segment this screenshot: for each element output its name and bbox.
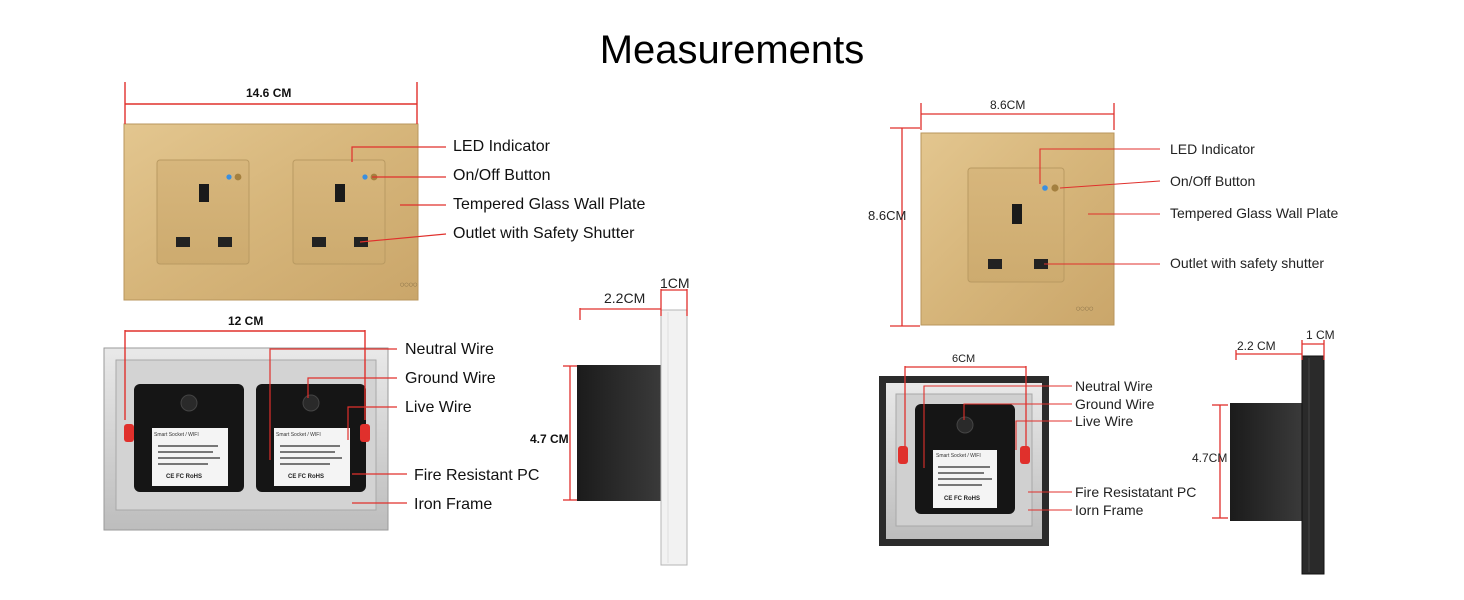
single-front-plate: ○○○○ <box>920 132 1115 326</box>
double-cert-left: CE FC RoHS <box>166 474 202 480</box>
svg-text:○○○○: ○○○○ <box>1076 306 1093 312</box>
double-callout-led-indicator: LED Indicator <box>453 138 550 155</box>
single-side-dimensions <box>1212 340 1325 519</box>
double-glass-label: 1CM <box>660 275 690 291</box>
single-width-label: 8.6CM <box>990 98 1026 112</box>
double-width-dimension <box>124 82 418 124</box>
double-callout-fire-resistant: Fire Resistant PC <box>414 467 540 484</box>
single-callout-live-wire: Live Wire <box>1075 413 1134 429</box>
single-callout-tempered-glass: Tempered Glass Wall Plate <box>1170 205 1339 221</box>
single-cert: CE FC RoHS <box>944 496 980 502</box>
single-side-view <box>1230 355 1325 575</box>
double-callout-outlet-shutter: Outlet with Safety Shutter <box>453 225 635 242</box>
double-callout-on-off-button: On/Off Button <box>453 167 551 184</box>
double-callout-ground-wire: Ground Wire <box>405 370 496 387</box>
single-callout-on-off-button: On/Off Button <box>1170 173 1256 189</box>
single-height-label: 8.6CM <box>868 208 907 223</box>
double-back-width-label: 12 CM <box>228 314 264 328</box>
single-back-dimensions <box>904 366 1027 450</box>
double-back-view <box>103 347 389 531</box>
single-glass-label: 1 CM <box>1306 328 1335 342</box>
single-callout-ground-wire: Ground Wire <box>1075 396 1155 412</box>
single-front-leaders <box>1039 148 1161 265</box>
single-side-height-label: 4.7CM <box>1192 451 1228 465</box>
single-callout-neutral-wire: Neutral Wire <box>1075 378 1153 394</box>
double-height-label: 4.7 CM <box>530 432 569 446</box>
double-back-leaders <box>269 348 407 504</box>
double-front-plate: ○○○○ <box>123 123 419 301</box>
double-callout-tempered-glass: Tempered Glass Wall Plate <box>453 196 646 213</box>
double-callout-neutral-wire: Neutral Wire <box>405 341 494 358</box>
single-callout-outlet-shutter: Outlet with safety shutter <box>1170 255 1325 271</box>
page-title: Measurements <box>599 28 865 72</box>
double-module-label-right: Smart Socket / WIFI <box>276 432 321 438</box>
double-callout-iron-frame: Iron Frame <box>414 496 493 513</box>
double-depth-label: 2.2CM <box>604 290 646 306</box>
single-back-leaders <box>923 385 1072 511</box>
double-back-width-dimension <box>124 330 366 420</box>
double-width-label: 14.6 CM <box>246 86 292 100</box>
single-front-dimensions <box>890 103 1115 327</box>
single-callout-iron-frame: Iorn Frame <box>1075 502 1144 518</box>
double-front-leaders <box>351 146 447 243</box>
double-callout-live-wire: Live Wire <box>405 399 472 416</box>
double-side-view <box>577 309 688 566</box>
single-callout-led-indicator: LED Indicator <box>1170 141 1255 157</box>
single-back-width-label: 6CM <box>952 353 976 365</box>
double-side-dimensions <box>563 289 688 501</box>
single-module-label: Smart Socket / WIFI <box>936 453 981 459</box>
single-depth-label: 2.2 CM <box>1237 339 1276 353</box>
single-callout-fire-resistant: Fire Resistatant PC <box>1075 484 1197 500</box>
svg-text:○○○○: ○○○○ <box>400 282 417 288</box>
double-module-label-left: Smart Socket / WIFI <box>154 432 199 438</box>
single-back-view <box>879 376 1049 546</box>
double-cert-right: CE FC RoHS <box>288 474 324 480</box>
